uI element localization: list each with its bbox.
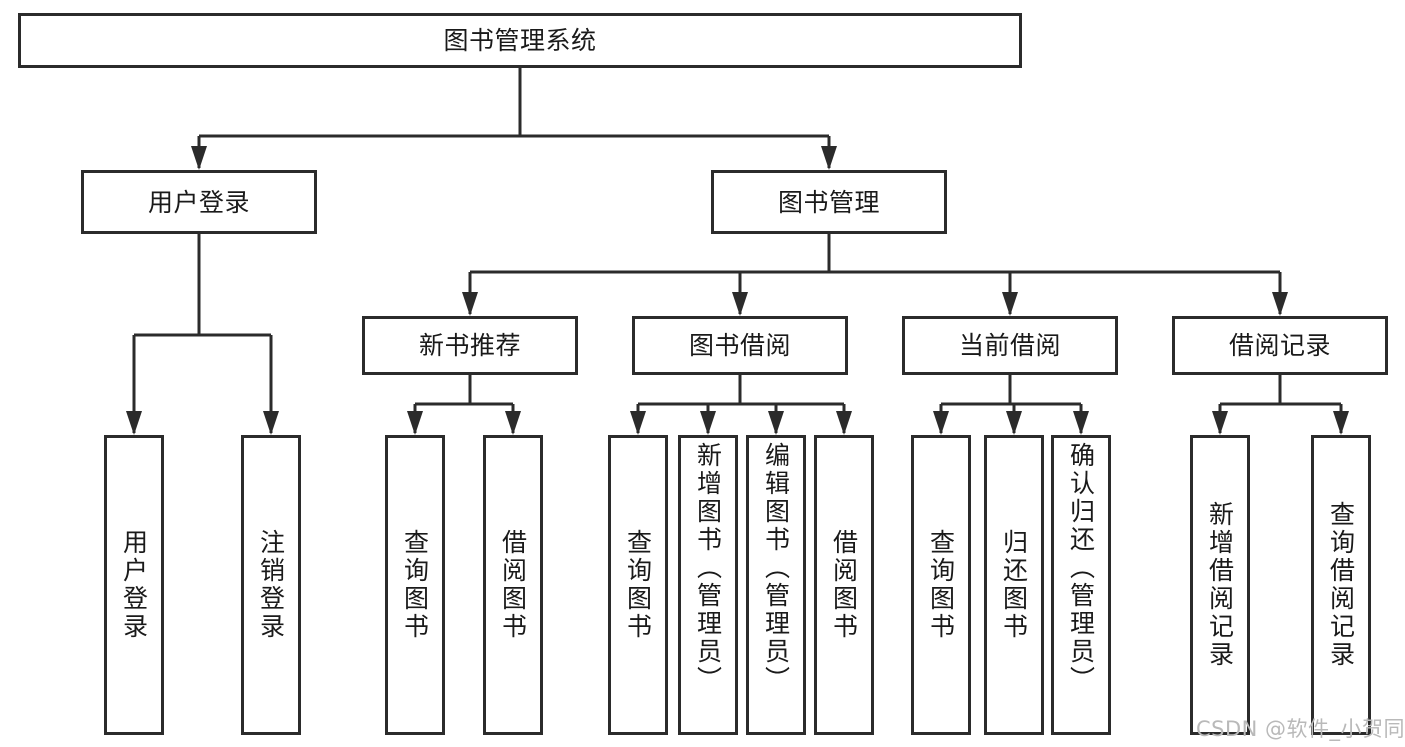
node-leaf-user-login[interactable]: 用户登录 [104,435,164,735]
node-book-borrow[interactable]: 图书借阅 [632,316,848,375]
node-label: 用户登录 [147,187,250,217]
csdn-watermark: CSDN @软件_小贺同学 [1196,717,1405,741]
node-label: 用户登录 [119,529,149,641]
node-leaf-query-book-3[interactable]: 查询图书 [911,435,971,735]
arrow-head-user-login-to-leaves-0 [126,411,142,435]
node-leaf-add-book[interactable]: 新增图书（管理员） [678,435,738,735]
node-leaf-query-book-2[interactable]: 查询图书 [608,435,668,735]
arrow-head-root-to-level1-1 [821,146,837,170]
node-label: 借阅记录 [1228,331,1331,360]
node-label: 查询图书 [623,529,653,641]
arrow-head-book-manage-to-level2-3 [1272,292,1288,316]
arrow-head-book-borrow-to-leaves-0 [630,411,646,435]
node-label: 图书管理 [777,187,880,217]
arrow-head-borrow-record-to-leaves-1 [1333,411,1349,435]
node-leaf-borrow-book-2[interactable]: 借阅图书 [814,435,874,735]
node-leaf-borrow-book-1[interactable]: 借阅图书 [483,435,543,735]
arrow-head-new-book-rec-to-leaves-0 [407,411,423,435]
arrow-head-current-borrow-to-leaves-2 [1073,411,1089,435]
node-label: 确认归还（管理员） [1066,442,1096,694]
node-new-book-rec[interactable]: 新书推荐 [362,316,578,375]
arrow-head-user-login-to-leaves-1 [263,411,279,435]
arrow-head-borrow-record-to-leaves-0 [1212,411,1228,435]
node-label: 查询借阅记录 [1326,501,1356,669]
node-label: 借阅图书 [829,529,859,641]
arrow-head-book-borrow-to-leaves-1 [700,411,716,435]
node-label: 借阅图书 [498,529,528,641]
node-borrow-record[interactable]: 借阅记录 [1172,316,1388,375]
arrow-head-book-manage-to-level2-2 [1002,292,1018,316]
node-label: 图书管理系统 [443,26,597,55]
node-leaf-logout[interactable]: 注销登录 [241,435,301,735]
node-label: 图书借阅 [688,331,791,360]
arrow-head-book-manage-to-level2-0 [462,292,478,316]
node-leaf-edit-book[interactable]: 编辑图书（管理员） [746,435,806,735]
arrow-head-root-to-level1-0 [191,146,207,170]
arrow-head-book-manage-to-level2-1 [732,292,748,316]
node-label: 查询图书 [926,529,956,641]
node-label: 编辑图书（管理员） [761,442,791,694]
node-leaf-return-book[interactable]: 归还图书 [984,435,1044,735]
node-label: 归还图书 [999,529,1029,641]
node-label: 新增借阅记录 [1205,501,1235,669]
node-root[interactable]: 图书管理系统 [18,13,1022,68]
arrow-head-book-borrow-to-leaves-3 [836,411,852,435]
node-leaf-add-record[interactable]: 新增借阅记录 [1190,435,1250,735]
node-label: 当前借阅 [958,331,1061,360]
node-label: 注销登录 [256,529,286,641]
node-leaf-query-record[interactable]: 查询借阅记录 [1311,435,1371,735]
node-label: 查询图书 [400,529,430,641]
node-current-borrow[interactable]: 当前借阅 [902,316,1118,375]
node-leaf-query-book-1[interactable]: 查询图书 [385,435,445,735]
arrow-head-current-borrow-to-leaves-1 [1006,411,1022,435]
arrow-head-book-borrow-to-leaves-2 [768,411,784,435]
node-label: 新增图书（管理员） [693,442,723,694]
node-user-login[interactable]: 用户登录 [81,170,317,234]
arrow-head-new-book-rec-to-leaves-1 [505,411,521,435]
node-leaf-confirm-return[interactable]: 确认归还（管理员） [1051,435,1111,735]
node-label: 新书推荐 [418,331,521,360]
arrow-head-current-borrow-to-leaves-0 [933,411,949,435]
node-book-manage[interactable]: 图书管理 [711,170,947,234]
